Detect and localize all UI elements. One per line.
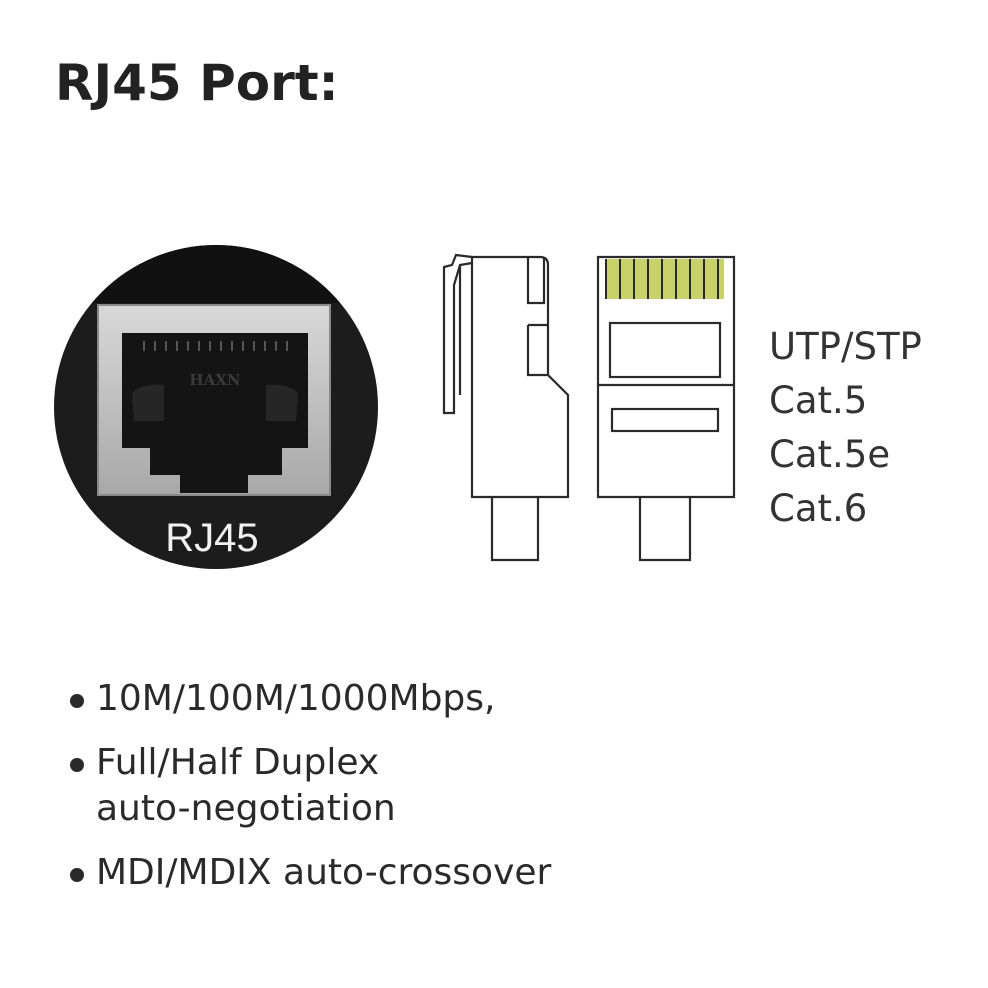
- feature-list: 10M/100M/1000Mbps, Full/Half Duplex auto…: [68, 676, 968, 914]
- plug-side-view: [442, 253, 570, 562]
- rj45-port-photo: HAXN RJ45: [54, 245, 378, 569]
- bullet-icon: [70, 694, 84, 708]
- feature-item: 10M/100M/1000Mbps,: [68, 676, 968, 722]
- feature-text: auto-negotiation: [96, 788, 396, 829]
- feature-text: 10M/100M/1000Mbps,: [96, 678, 496, 719]
- cable-type-list: UTP/STP Cat.5 Cat.5e Cat.6: [769, 320, 922, 536]
- plug-front-view: [596, 255, 736, 562]
- port-label: RJ45: [165, 516, 258, 560]
- jack-marking: HAXN: [189, 371, 240, 389]
- feature-text: MDI/MDIX auto-crossover: [96, 852, 552, 893]
- feature-item: MDI/MDIX auto-crossover: [68, 850, 968, 896]
- rj45-plug-diagram: [442, 253, 736, 562]
- cable-type-item: UTP/STP: [769, 325, 922, 368]
- cable-type-item: Cat.5: [769, 379, 868, 422]
- jack-contacts: [143, 341, 288, 351]
- feature-text: Full/Half Duplex: [96, 742, 380, 783]
- feature-item: Full/Half Duplex auto-negotiation: [68, 740, 968, 832]
- plug-contacts: [605, 259, 724, 299]
- jack-opening: [122, 333, 308, 493]
- plug-side-cable: [490, 497, 540, 562]
- bullet-icon: [70, 758, 84, 772]
- page-title: RJ45 Port:: [55, 54, 339, 112]
- plug-front-cable: [638, 497, 692, 562]
- bullet-icon: [70, 868, 84, 882]
- cable-type-item: Cat.5e: [769, 433, 891, 476]
- cable-type-item: Cat.6: [769, 487, 868, 530]
